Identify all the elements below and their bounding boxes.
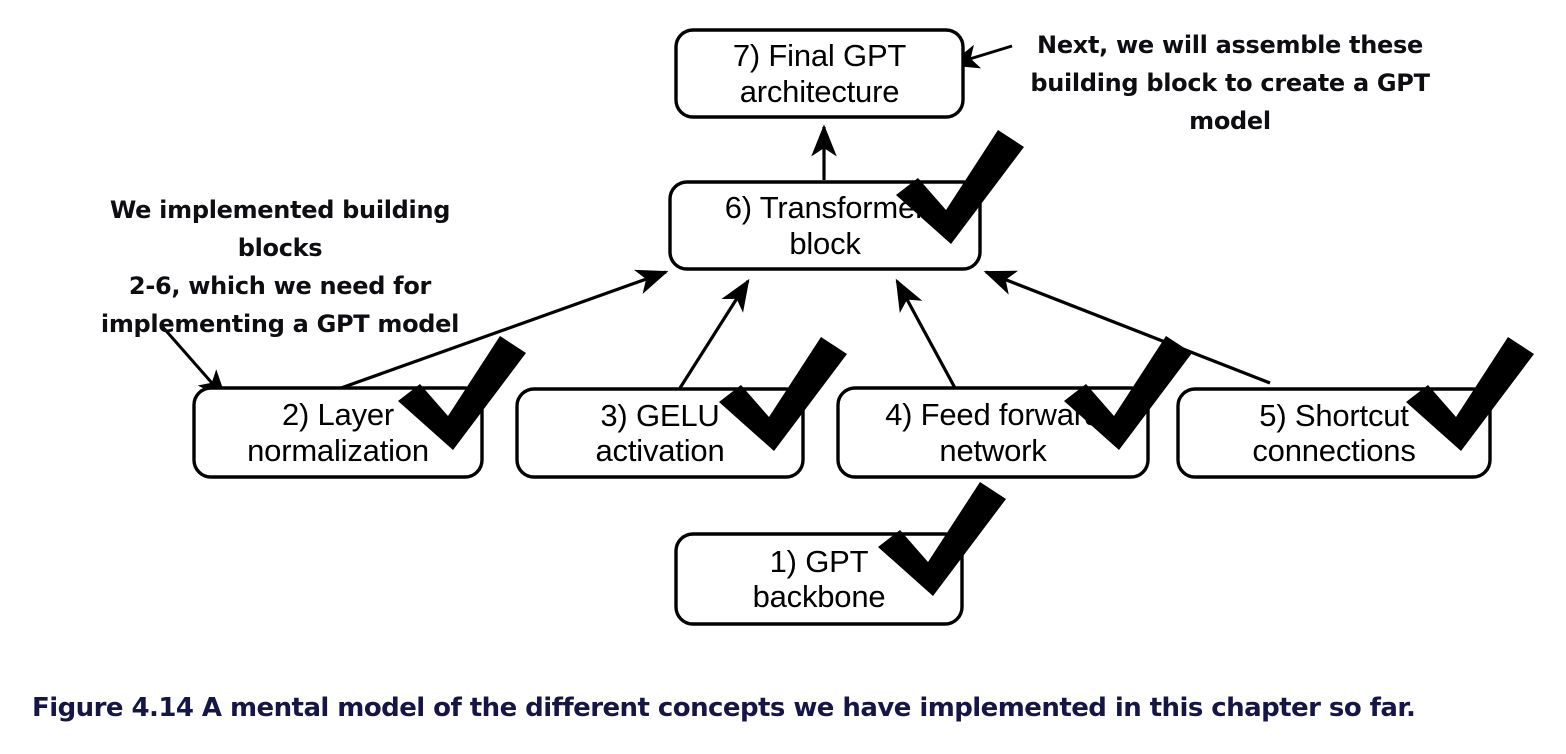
edge-feedforward-to-transformer (895, 278, 957, 389)
checkmark-icon-gelu-activation (719, 337, 847, 451)
node-box-final-gpt-architecture[interactable] (674, 28, 965, 119)
checkmark-icon-layer-normalization (398, 336, 526, 450)
checkmark-icon-feed-forward-network (1064, 336, 1192, 450)
checkmark-icon-transformer-block (896, 130, 1024, 244)
edge-shortcut-to-transformer (983, 270, 1271, 385)
figure-caption: Figure 4.14 A mental model of the differ… (32, 693, 1416, 723)
annotation-implemented-blocks: We implemented building blocks 2-6, whic… (70, 192, 490, 344)
annotation-line-1: We implemented building blocks (109, 196, 451, 262)
annotation-line-2: 2-6, which we need for (128, 271, 432, 300)
node-box-transformer-block[interactable] (668, 180, 982, 271)
annotation-line-3: model (1189, 106, 1271, 135)
node-box-shortcut-connections[interactable] (1176, 387, 1492, 479)
annotation-line-3: implementing a GPT model (100, 309, 460, 338)
annotation-line-2: building block to create a GPT (1030, 68, 1430, 97)
checkmark-icon-gpt-backbone (878, 482, 1006, 596)
checkmark-icon-shortcut-connections (1406, 337, 1534, 451)
node-box-feed-forward-network[interactable] (836, 386, 1150, 479)
edge-gelu-to-transformer (678, 278, 750, 389)
edge-layernorm-to-transformer (340, 269, 669, 390)
annotation-next-assemble: Next, we will assemble these building bl… (1020, 27, 1440, 141)
annotation-line-1: Next, we will assemble these (1037, 31, 1423, 59)
